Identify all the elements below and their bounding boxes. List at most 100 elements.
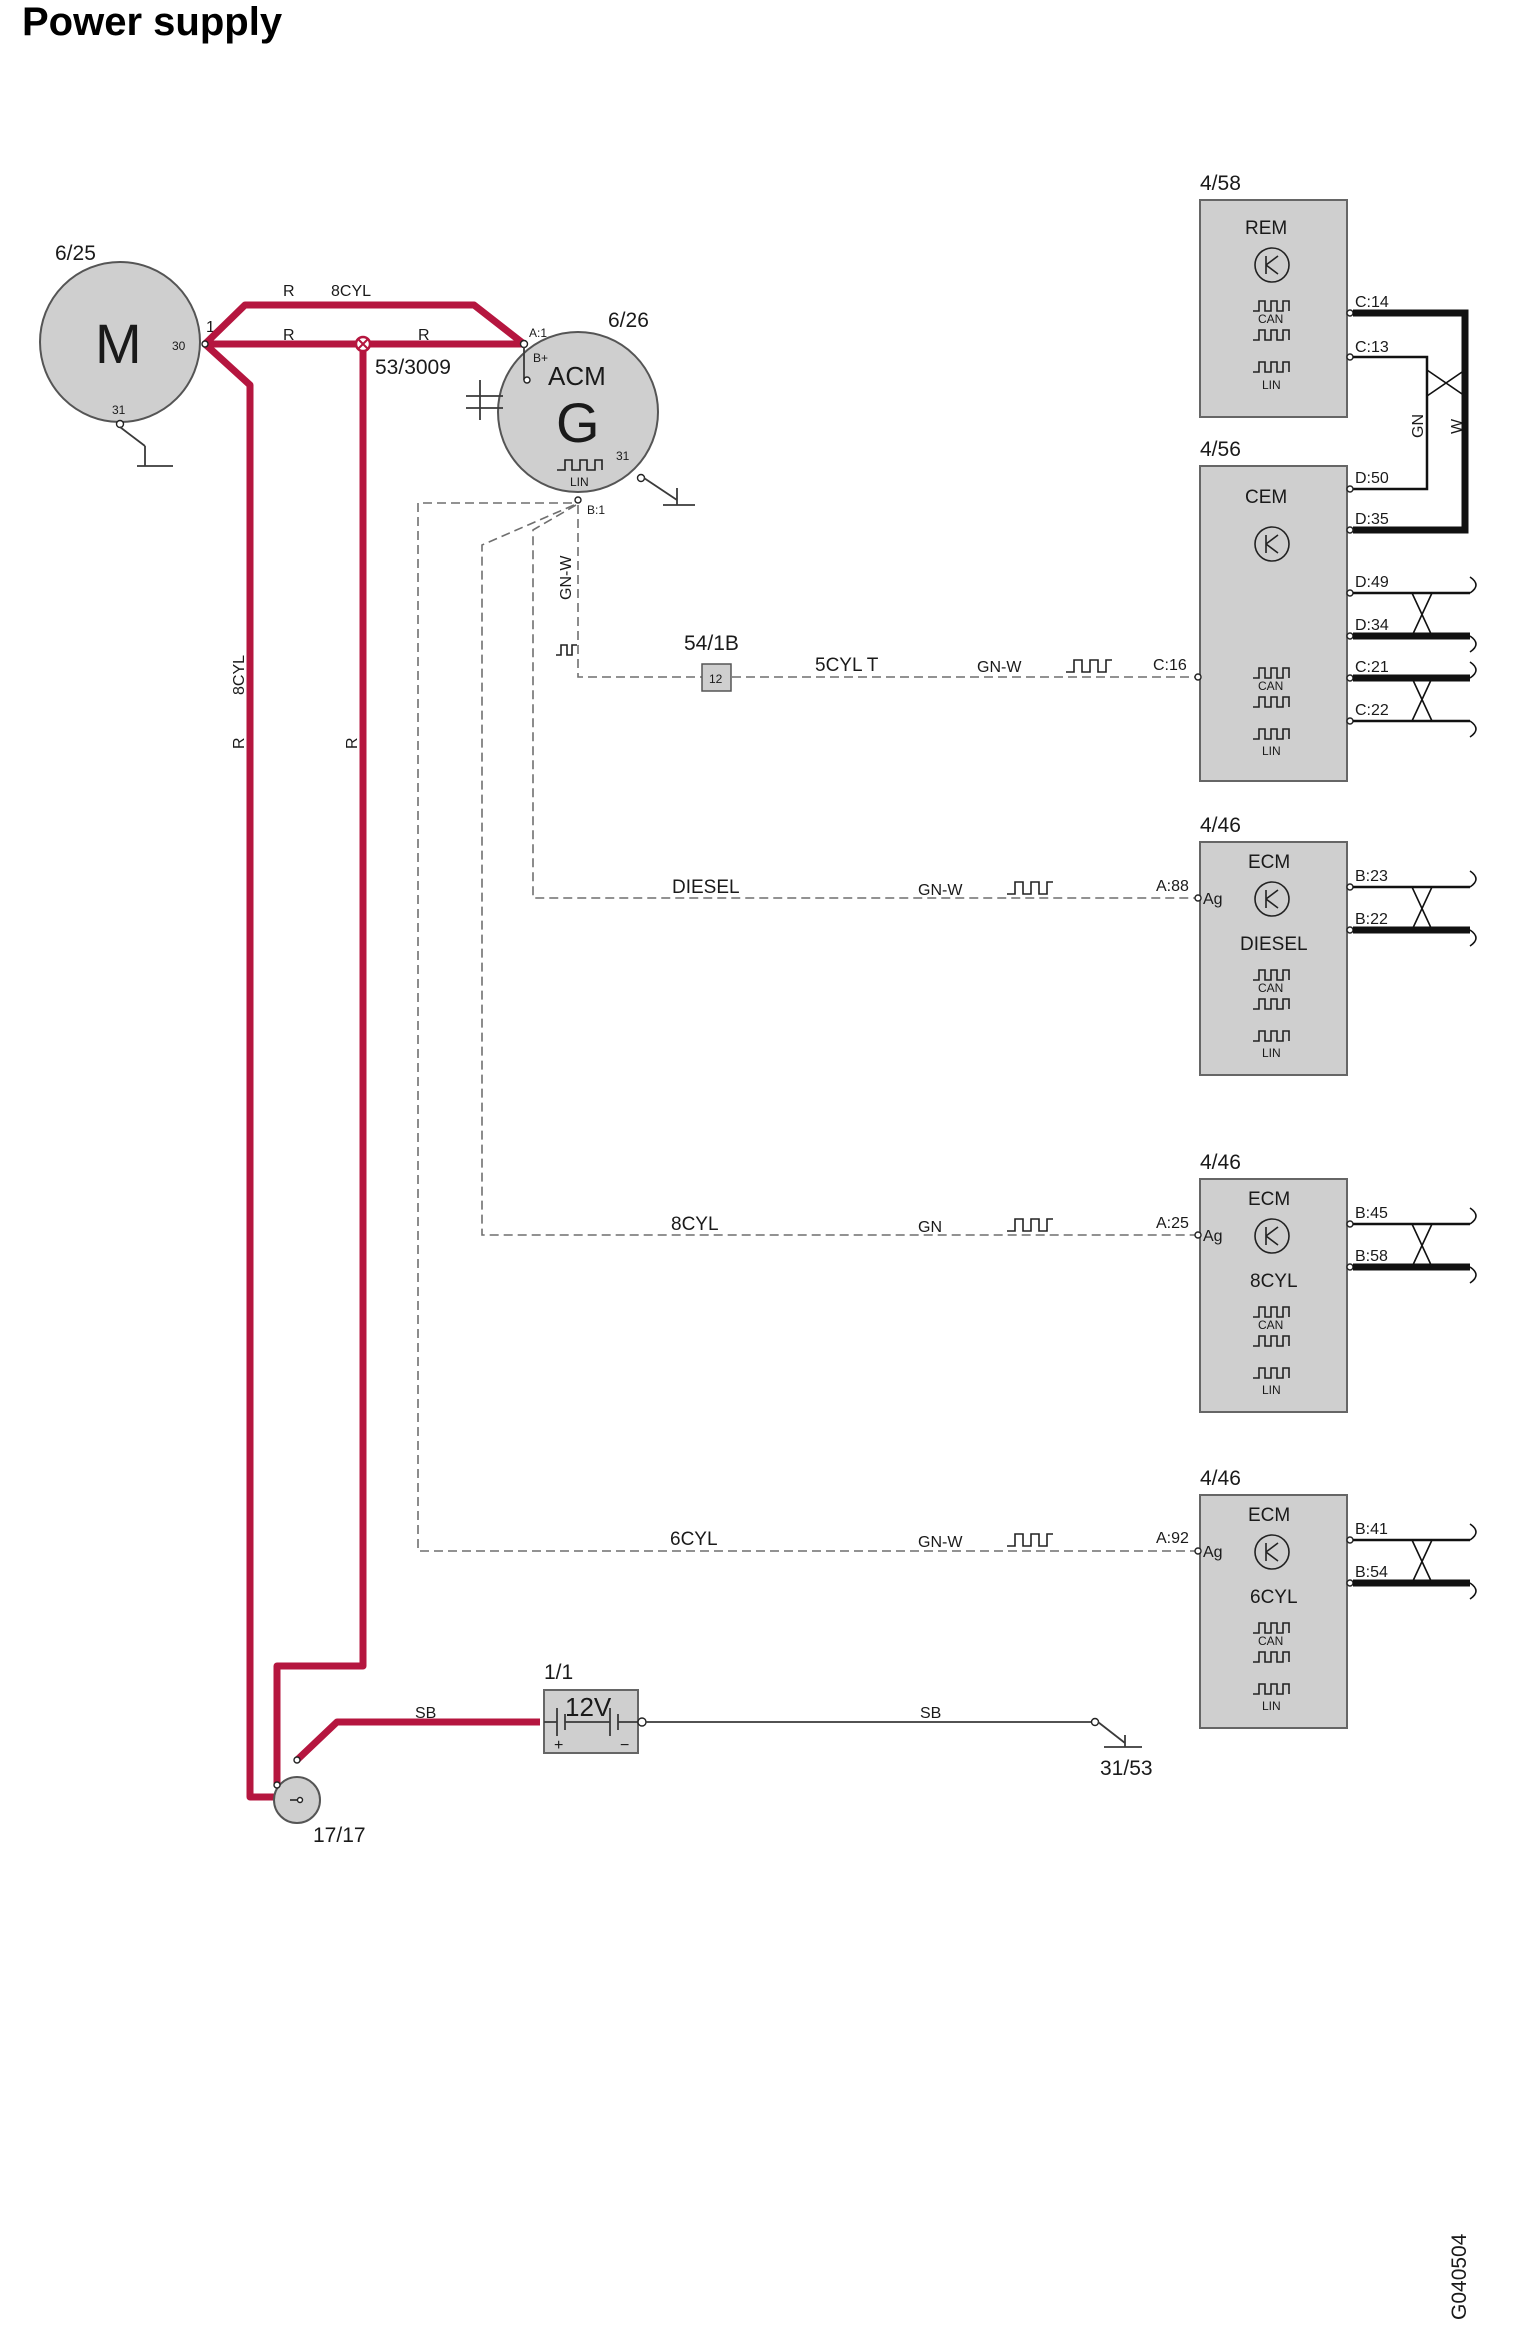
page-title: Power supply [22, 0, 283, 44]
ecm-8cyl-name: ECM [1248, 1189, 1290, 1210]
ecm-diesel-variant: DIESEL [1240, 934, 1308, 955]
power-wires: R 8CYL R R 53/3009 8CYL R R SB [201, 283, 540, 1801]
cem-lin: LIN [1262, 744, 1281, 758]
connector-ref: 54/1B [684, 632, 739, 655]
cem-can: CAN [1258, 679, 1283, 693]
rem-ref: 4/58 [1200, 172, 1241, 195]
ecm-diesel-ref: 4/46 [1200, 814, 1241, 837]
alternator-pin-31: 31 [616, 449, 630, 463]
ecm-6cyl-can: CAN [1258, 1634, 1283, 1648]
rem-can: CAN [1258, 312, 1283, 326]
alternator-pin-b1: B:1 [587, 503, 605, 517]
signal-variant-diesel: DIESEL [672, 877, 740, 898]
rem-lin: LIN [1262, 378, 1281, 392]
wire-label-r-left: R [231, 737, 248, 749]
ecm-diesel-pin-ag: Ag [1203, 891, 1223, 908]
ecm-8cyl-variant: 8CYL [1250, 1271, 1298, 1292]
motor-pin-30: 30 [172, 339, 186, 353]
signal-color-6cyl: GN-W [918, 1534, 963, 1551]
module-ecm-diesel: 4/46 ECM Ag DIESEL CAN LIN B:23 B:22 [1194, 814, 1477, 1076]
wire-label-gn-cem: GN [1410, 414, 1427, 438]
alternator-symbol: G [556, 391, 600, 454]
signal-color-diesel: GN-W [918, 882, 963, 899]
wire-label-sb2: SB [920, 1705, 941, 1722]
ecm-8cyl-pin-ag: Ag [1203, 1228, 1223, 1245]
ecm-diesel-name: ECM [1248, 852, 1290, 873]
ecm-6cyl-pin-b54: B:54 [1355, 1564, 1388, 1581]
ecm-6cyl-pin-b41: B:41 [1355, 1521, 1388, 1538]
rem-name: REM [1245, 218, 1287, 239]
ecm-6cyl-variant: 6CYL [1250, 1587, 1298, 1608]
wire-label-gnw-vertical: GN-W [558, 555, 575, 600]
splice-ref: 53/3009 [375, 356, 451, 379]
cem-name: CEM [1245, 487, 1287, 508]
ground-block-ref: 17/17 [313, 1824, 366, 1847]
ecm-diesel-pin-b22: B:22 [1355, 911, 1388, 928]
signal-pin-diesel: A:88 [1156, 878, 1189, 895]
module-ecm-6cyl: 4/46 ECM Ag 6CYL CAN LIN B:41 B:54 [1194, 1467, 1477, 1729]
ecm-diesel-pin-b23: B:23 [1355, 868, 1388, 885]
ecm-diesel-can: CAN [1258, 981, 1283, 995]
battery-voltage: 12V [565, 1692, 612, 1722]
cem-pin-d34: D:34 [1355, 617, 1389, 634]
cem-pin-d35: D:35 [1355, 511, 1389, 528]
signal-pin-5cylt: C:16 [1153, 657, 1187, 674]
alternator-pin-bplus: B+ [533, 351, 548, 365]
ecm-8cyl-ref: 4/46 [1200, 1151, 1241, 1174]
alternator-acm: 6/26 A:1 B+ ACM G 31 LIN B:1 [466, 309, 695, 517]
wire-label-r-mid: R [344, 737, 361, 749]
wire-label-r-top: R [283, 283, 295, 300]
rem-cem-bus: GN W [1353, 309, 1469, 534]
wire-label-r-mid1: R [283, 327, 295, 344]
ecm-6cyl-name: ECM [1248, 1505, 1290, 1526]
ecm-6cyl-lin: LIN [1262, 1699, 1281, 1713]
alternator-ref: 6/26 [608, 309, 649, 332]
signal-color-5cylt: GN-W [977, 659, 1022, 676]
battery-minus: − [620, 1737, 629, 1754]
cem-ref: 4/56 [1200, 438, 1241, 461]
wire-label-sb1: SB [415, 1705, 436, 1722]
alternator-name: ACM [548, 361, 606, 391]
cem-pin-d50: D:50 [1355, 470, 1389, 487]
battery: 1/1 12V + − SB 31/53 [543, 1661, 1153, 1780]
module-cem: 4/56 CEM CAN LIN D:50 D:35 D:49 D:34 C:2… [1194, 438, 1477, 782]
cem-pin-c22: C:22 [1355, 702, 1389, 719]
alternator-pin-a1: A:1 [529, 326, 547, 340]
motor-ref: 6/25 [55, 242, 96, 265]
signal-variant-5cylt: 5CYL T [815, 655, 879, 676]
ecm-8cyl-pin-b45: B:45 [1355, 1205, 1388, 1222]
alternator-lin: LIN [570, 475, 589, 489]
wire-label-8cyl-left: 8CYL [231, 655, 248, 695]
battery-plus: + [554, 1737, 563, 1754]
module-ecm-8cyl: 4/46 ECM Ag 8CYL CAN LIN B:45 B:58 [1194, 1151, 1477, 1413]
figure-id: G040504 [1448, 2233, 1471, 2320]
signal-variant-6cyl: 6CYL [670, 1529, 718, 1550]
wire-label-r-mid2: R [418, 327, 430, 344]
ecm-6cyl-pin-ag: Ag [1203, 1544, 1223, 1561]
signal-lines: GN-W 12 54/1B 5CYL T GN-W C:16 DIESEL GN… [417, 502, 1200, 1552]
ecm-8cyl-lin: LIN [1262, 1383, 1281, 1397]
rem-pin-c13: C:13 [1355, 339, 1389, 356]
signal-color-8cyl: GN [918, 1219, 942, 1236]
cem-pin-d49: D:49 [1355, 574, 1389, 591]
motor-pin-1: 1 [206, 319, 215, 336]
wire-label-8cyl-top: 8CYL [331, 283, 371, 300]
signal-pin-8cyl: A:25 [1156, 1215, 1189, 1232]
rem-pin-c14: C:14 [1355, 294, 1389, 311]
connector-pin: 12 [709, 672, 723, 686]
ecm-diesel-lin: LIN [1262, 1046, 1281, 1060]
module-rem: 4/58 REM CAN LIN C:14 C:13 [1199, 172, 1389, 418]
cem-pin-c21: C:21 [1355, 659, 1389, 676]
wire-label-w-cem: W [1449, 418, 1466, 434]
ecm-8cyl-can: CAN [1258, 1318, 1283, 1332]
battery-ref: 1/1 [544, 1661, 573, 1684]
motor-symbol: M [95, 312, 142, 375]
signal-variant-8cyl: 8CYL [671, 1214, 719, 1235]
motor-pin-31: 31 [112, 403, 126, 417]
ecm-6cyl-ref: 4/46 [1200, 1467, 1241, 1490]
signal-pin-6cyl: A:92 [1156, 1530, 1189, 1547]
starter-motor: 6/25 M 30 1 31 [39, 242, 215, 467]
ecm-8cyl-pin-b58: B:58 [1355, 1248, 1388, 1265]
ground-point-ref: 31/53 [1100, 1757, 1153, 1780]
